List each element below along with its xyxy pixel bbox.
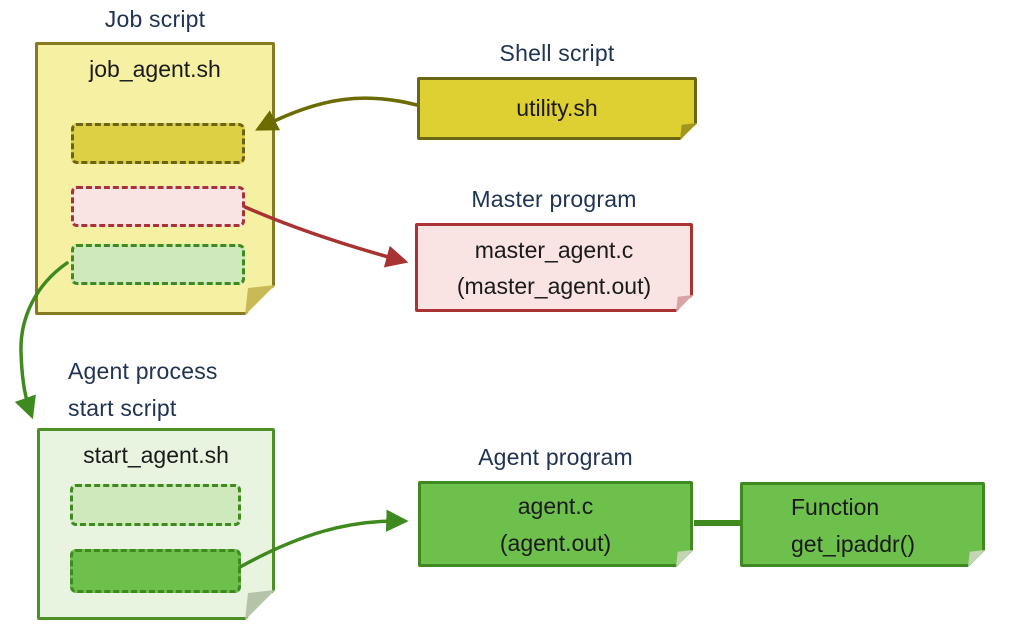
shell-script-label: Shell script xyxy=(499,40,615,66)
agent-program-label: Agent program xyxy=(478,444,633,470)
master-agent-source: master_agent.c xyxy=(474,237,634,263)
call-slot-start xyxy=(71,244,245,285)
agent-box: agent.c (agent.out) xyxy=(418,481,693,567)
call-slot-master xyxy=(71,186,245,227)
master-agent-binary: (master_agent.out) xyxy=(456,273,652,299)
master-program-label: Master program xyxy=(471,186,637,212)
agent-source: agent.c xyxy=(517,493,594,519)
function-box: Function get_ipaddr() xyxy=(740,482,985,567)
function-kind: Function xyxy=(791,494,880,520)
call-slot-utility xyxy=(71,123,245,164)
start-agent-note: start_agent.sh xyxy=(37,428,275,620)
folded-corner xyxy=(245,285,275,315)
utility-name: utility.sh xyxy=(516,95,598,121)
call-slot-agent xyxy=(70,549,241,593)
folded-corner xyxy=(680,123,697,140)
call-slot-light xyxy=(70,484,241,526)
function-name: get_ipaddr() xyxy=(791,531,916,557)
agent-process-label-line2: start script xyxy=(68,395,177,421)
folded-corner xyxy=(245,590,275,620)
utility-box: utility.sh xyxy=(417,77,697,140)
job-agent-note: job_agent.sh xyxy=(35,42,275,315)
arrow-utility-to-job-slot xyxy=(255,96,419,131)
job-script-label: Job script xyxy=(104,6,206,32)
agent-process-label-line1: Agent process xyxy=(68,358,218,384)
job-agent-title: job_agent.sh xyxy=(89,56,221,82)
master-agent-box: master_agent.c (master_agent.out) xyxy=(415,223,693,312)
agent-process-start-script-label: Agent process start script xyxy=(68,353,268,427)
agent-binary: (agent.out) xyxy=(499,530,612,556)
start-agent-title: start_agent.sh xyxy=(83,442,229,468)
